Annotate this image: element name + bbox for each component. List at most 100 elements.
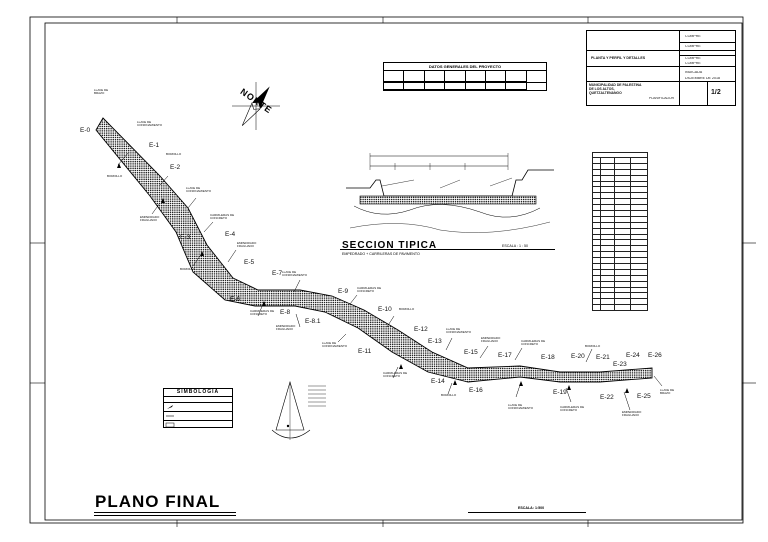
annotation: EMPEDRADO FRAGUADO — [276, 324, 296, 332]
table-row — [591, 162, 649, 170]
table-cell — [600, 245, 616, 253]
table-cell — [629, 157, 649, 164]
table-cell — [629, 245, 649, 253]
station-symbol-icon — [166, 415, 174, 417]
table-cell — [600, 227, 616, 235]
table-cell — [591, 304, 602, 312]
project-data-value — [404, 83, 425, 90]
station-label: E-12 — [414, 326, 428, 333]
annotation: LLAVE DE CONFINAMIENTO — [508, 403, 534, 411]
table-row — [591, 168, 649, 176]
table-cell — [591, 162, 602, 170]
symbology-header — [164, 397, 232, 403]
table-cell — [600, 304, 616, 312]
project-data-header — [445, 71, 466, 82]
table-cell — [591, 215, 602, 223]
station-label: E-18 — [541, 354, 555, 361]
symbology-row — [164, 403, 232, 412]
table-cell — [600, 210, 616, 217]
annotation: EMPEDRADO FRAGUADO — [481, 336, 501, 344]
station-label: E-8.1 — [305, 318, 321, 325]
project-data-title: DATOS GENERALES DEL PROYECTO — [384, 63, 546, 71]
station-label: E-24 — [626, 352, 640, 359]
table-cell — [600, 239, 616, 247]
table-cell — [614, 304, 631, 312]
station-label: E-22 — [600, 394, 614, 401]
table-cell — [629, 227, 649, 235]
table-cell — [600, 174, 616, 182]
table-row — [591, 157, 649, 164]
title-block-field: COMPRE — [685, 57, 701, 60]
table-cell — [600, 192, 616, 200]
title-block-planner: PLANIFICADOR — [649, 97, 675, 100]
station-label: E-5 — [244, 259, 255, 266]
title-block-owner: MUNICIPALIDAD DE PALESTINA DE LOS ALTOS,… — [589, 83, 642, 95]
project-data-header — [506, 71, 527, 82]
typical-section-title: SECCION TIPICA — [342, 240, 438, 251]
symbology-row — [164, 412, 232, 421]
table-cell — [629, 174, 649, 182]
station-label: E-19 — [553, 389, 567, 396]
table-cell — [591, 210, 602, 217]
table-cell — [591, 180, 602, 188]
scale-caption: ESCALA: 1:500 — [518, 506, 545, 510]
title-block-field: COMPRE — [685, 35, 701, 38]
annotation: BORDILLO — [107, 174, 123, 178]
station-label: E-2 — [170, 164, 181, 171]
title-block: PLANTA Y PERFIL Y DETALLES MUNICIPALIDAD… — [586, 30, 736, 106]
title-block-sheet-content: PLANTA Y PERFIL Y DETALLES — [591, 56, 646, 60]
table-row — [591, 221, 649, 229]
symbology-table: SIMBOLOGIA — [163, 388, 233, 428]
table-cell — [591, 227, 602, 235]
station-label: E-1 — [149, 142, 160, 149]
project-data-header — [465, 71, 486, 82]
title-block-field: COMPRE — [685, 62, 701, 65]
table-cell — [629, 215, 649, 223]
station-label: E-20 — [571, 353, 585, 360]
table-row — [591, 245, 649, 253]
station-label: E-21 — [596, 354, 610, 361]
title-block-sheet-number: 1/2 — [711, 89, 721, 96]
project-data-value — [384, 83, 405, 90]
table-row — [591, 233, 649, 241]
station-label: E-14 — [431, 378, 445, 385]
table-cell — [600, 221, 616, 229]
table-cell — [600, 198, 616, 206]
table-cell — [629, 162, 649, 170]
table-cell — [591, 204, 602, 212]
table-cell — [600, 180, 616, 188]
table-cell — [629, 204, 649, 212]
station-label: E-4 — [225, 231, 236, 238]
table-row — [591, 174, 649, 182]
symbology-desc — [176, 403, 232, 411]
station-label: E-16 — [469, 387, 483, 394]
table-row — [591, 204, 649, 212]
annotation: LLAVE DE CONFINAMIENTO — [446, 327, 472, 335]
project-data-value — [506, 83, 527, 90]
station-label: E-8 — [280, 309, 291, 316]
annotation: BORDILLO — [585, 344, 601, 348]
annotation: BORDILLO — [399, 307, 415, 311]
scale-bar-line — [468, 512, 586, 513]
table-row — [591, 215, 649, 223]
table-cell — [600, 162, 616, 170]
project-data-header — [384, 71, 405, 82]
symbology-row — [164, 421, 232, 429]
station-label: E-0 — [80, 127, 91, 134]
project-data-header — [527, 71, 546, 82]
table-cell — [600, 168, 616, 176]
annotation: CARRILERAS DE CONCRETO — [210, 213, 235, 221]
table-cell — [629, 233, 649, 241]
symbology-desc — [176, 412, 232, 420]
station-label: E-3 — [180, 234, 191, 241]
annotation: EMPEDRADO FRAGUADO — [622, 410, 642, 418]
table-cell — [600, 204, 616, 212]
table-cell — [591, 168, 602, 176]
table-row — [591, 304, 649, 312]
table-cell — [591, 221, 602, 229]
project-data-value — [485, 83, 507, 90]
table-cell — [629, 192, 649, 200]
road-band — [95, 117, 653, 383]
table-row — [591, 227, 649, 235]
